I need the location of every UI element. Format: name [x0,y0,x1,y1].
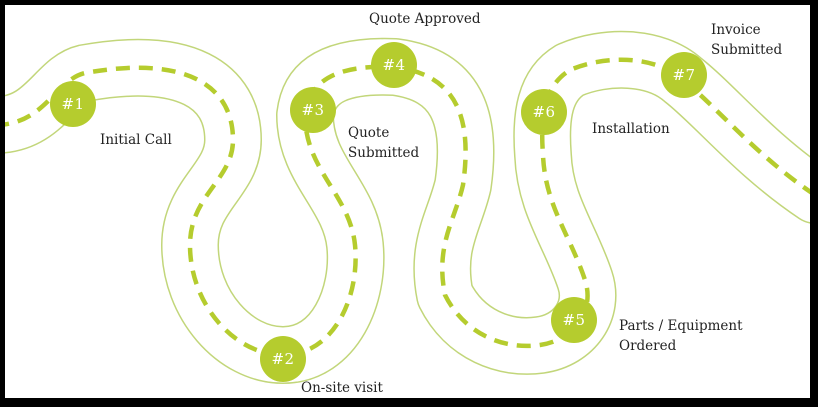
stage-2-label-line: On-site visit [301,380,383,396]
stage-5-label-line-2: Ordered [619,338,677,354]
stage-3-label-line-2: Submitted [348,145,420,161]
stage-6-marker: #6 [521,89,567,135]
stage-3-marker: #3 [290,87,336,133]
road-surface [5,32,810,383]
stage-5-marker: #5 [551,297,597,343]
stage-7-label-line-2: Submitted [711,42,783,58]
stage-7-label-line-1: Invoice [711,22,761,38]
stage-4-marker: #4 [371,42,417,88]
stage-4-label-line: Quote Approved [369,11,481,27]
stage-2-marker: #2 [260,336,306,382]
stage-6-label-line: Installation [592,121,670,137]
roadmap-canvas: #1 #2 #3 #4 #5 #6 #7 Initial Call On-sit… [5,5,810,398]
stage-5-label: Parts / Equipment Ordered [619,316,743,356]
stage-3-label: Quote Submitted [348,123,419,163]
stage-5-label-line-1: Parts / Equipment [619,318,743,334]
stage-7-marker: #7 [661,52,707,98]
road-center-dashes [5,57,810,358]
stage-1-label: Initial Call [100,130,172,150]
stage-1-marker: #1 [50,81,96,127]
stage-6-label: Installation [592,119,670,139]
stage-2-label: On-site visit [301,378,383,398]
stage-7-label: Invoice Submitted [711,20,782,60]
stage-3-label-line-1: Quote [348,125,390,141]
stage-1-label-line: Initial Call [100,132,172,148]
stage-4-label: Quote Approved [369,9,480,29]
